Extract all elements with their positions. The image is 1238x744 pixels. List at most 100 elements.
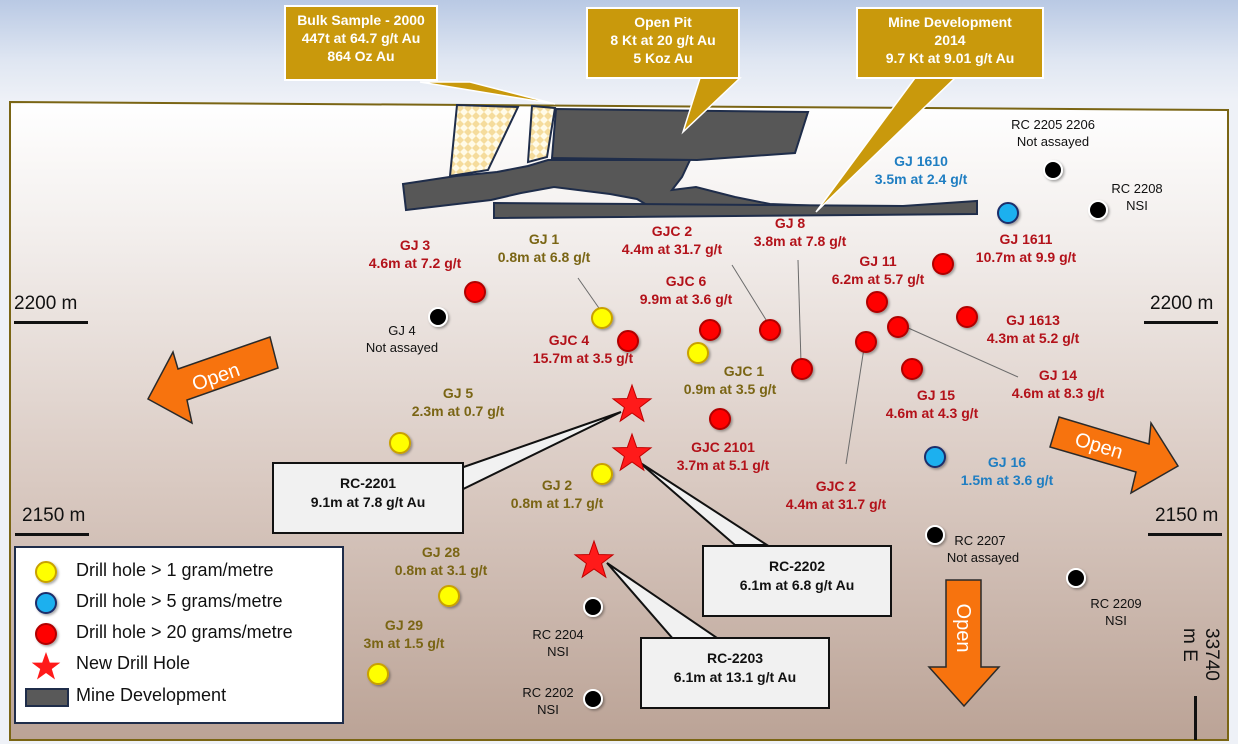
black-drill-hole-marker <box>583 597 603 617</box>
elevation-label-2200-right: 2200 m <box>1144 293 1218 324</box>
callout-line: 9.7 Kt at 9.01 g/t Au <box>885 50 1015 66</box>
red-drill-hole-marker <box>464 281 486 303</box>
callout-tails <box>419 77 957 213</box>
legend-item: Drill hole > 20 grams/metre <box>76 622 293 642</box>
new-drill-hole-star-icon <box>573 539 615 579</box>
yellow-drill-hole-marker <box>389 432 411 454</box>
easting-label: 33740 m E <box>1179 628 1222 681</box>
callout-rc-2202: RC-2202 6.1m at 6.8 g/t Au <box>702 545 892 617</box>
gray-rect-icon <box>25 688 69 707</box>
yellow-drill-hole-marker <box>367 663 389 685</box>
yellow-drill-hole-marker <box>687 342 709 364</box>
callout-line: 2014 <box>934 32 966 48</box>
callout-mine-development: Mine Development 2014 9.7 Kt at 9.01 g/t… <box>856 7 1044 79</box>
legend-item: Mine Development <box>76 685 227 705</box>
legend-item: New Drill Hole <box>76 653 191 673</box>
black-drill-hole-marker <box>925 525 945 545</box>
red-drill-hole-marker <box>709 408 731 430</box>
red-drill-hole-marker <box>956 306 978 328</box>
open-arrow-down: Open <box>927 579 1001 708</box>
black-drill-hole-marker <box>583 689 603 709</box>
legend-symbols <box>25 561 69 707</box>
red-drill-hole-marker <box>617 330 639 352</box>
callout-rc-2203: RC-2203 6.1m at 13.1 g/t Au <box>640 637 830 709</box>
callout-line: Bulk Sample - 2000 <box>297 12 425 28</box>
black-drill-hole-marker <box>1043 160 1063 180</box>
blue-drill-hole-marker <box>997 202 1019 224</box>
red-drill-hole-marker <box>791 358 813 380</box>
legend-item: Drill hole > 1 gram/metre <box>76 560 274 580</box>
new-drill-hole-star-icon <box>611 432 653 472</box>
callout-result: 6.1m at 6.8 g/t Au <box>739 577 855 593</box>
elevation-label-2150-right: 2150 m <box>1148 505 1222 536</box>
mine-development <box>401 107 978 220</box>
red-drill-hole-marker <box>759 319 781 341</box>
red-drill-hole-marker <box>887 316 909 338</box>
callout-line: Open Pit <box>634 14 692 30</box>
bulk-sample-stope <box>448 103 520 178</box>
callout-line: 447t at 64.7 g/t Au <box>301 30 421 46</box>
yellow-drill-hole-marker <box>591 463 613 485</box>
leader-lines <box>577 259 1019 465</box>
red-drill-hole-marker <box>855 331 877 353</box>
yellow-circle-icon <box>35 561 57 583</box>
blue-circle-icon <box>35 592 57 614</box>
yellow-drill-hole-marker <box>591 307 613 329</box>
callout-line: 864 Oz Au <box>327 48 395 64</box>
callout-result: 6.1m at 13.1 g/t Au <box>673 669 797 685</box>
callout-line: Mine Development <box>888 14 1012 30</box>
callout-rc-2201: RC-2201 9.1m at 7.8 g/t Au <box>272 462 464 534</box>
scale-bar <box>15 533 89 536</box>
callout-bulk-sample: Bulk Sample - 2000 447t at 64.7 g/t Au 8… <box>284 5 438 81</box>
callout-line: 5 Koz Au <box>633 50 693 66</box>
elevation-label-2200-left: 2200 m <box>14 293 88 324</box>
yellow-drill-hole-marker <box>438 585 460 607</box>
callout-line: 8 Kt at 20 g/t Au <box>610 32 716 48</box>
legend-item: Drill hole > 5 grams/metre <box>76 591 283 611</box>
red-circle-icon <box>35 623 57 645</box>
new-drill-hole-star-icon <box>611 383 653 423</box>
black-drill-hole-marker <box>1066 568 1086 588</box>
red-drill-hole-marker <box>932 253 954 275</box>
elevation-label-2150-left: 2150 m <box>15 505 89 536</box>
black-drill-hole-marker <box>1088 200 1108 220</box>
callout-result: 9.1m at 7.8 g/t Au <box>310 494 426 510</box>
bulk-sample-stope <box>526 104 557 164</box>
drill-holes <box>367 160 1108 709</box>
red-star-icon <box>31 652 61 680</box>
callout-title: RC-2203 <box>706 650 764 666</box>
scale-bar <box>1148 533 1222 536</box>
black-drill-hole-marker <box>428 307 448 327</box>
scale-bar <box>1144 321 1218 324</box>
blue-drill-hole-marker <box>924 446 946 468</box>
callout-title: RC-2201 <box>339 475 397 491</box>
red-drill-hole-marker <box>901 358 923 380</box>
red-drill-hole-marker <box>866 291 888 313</box>
